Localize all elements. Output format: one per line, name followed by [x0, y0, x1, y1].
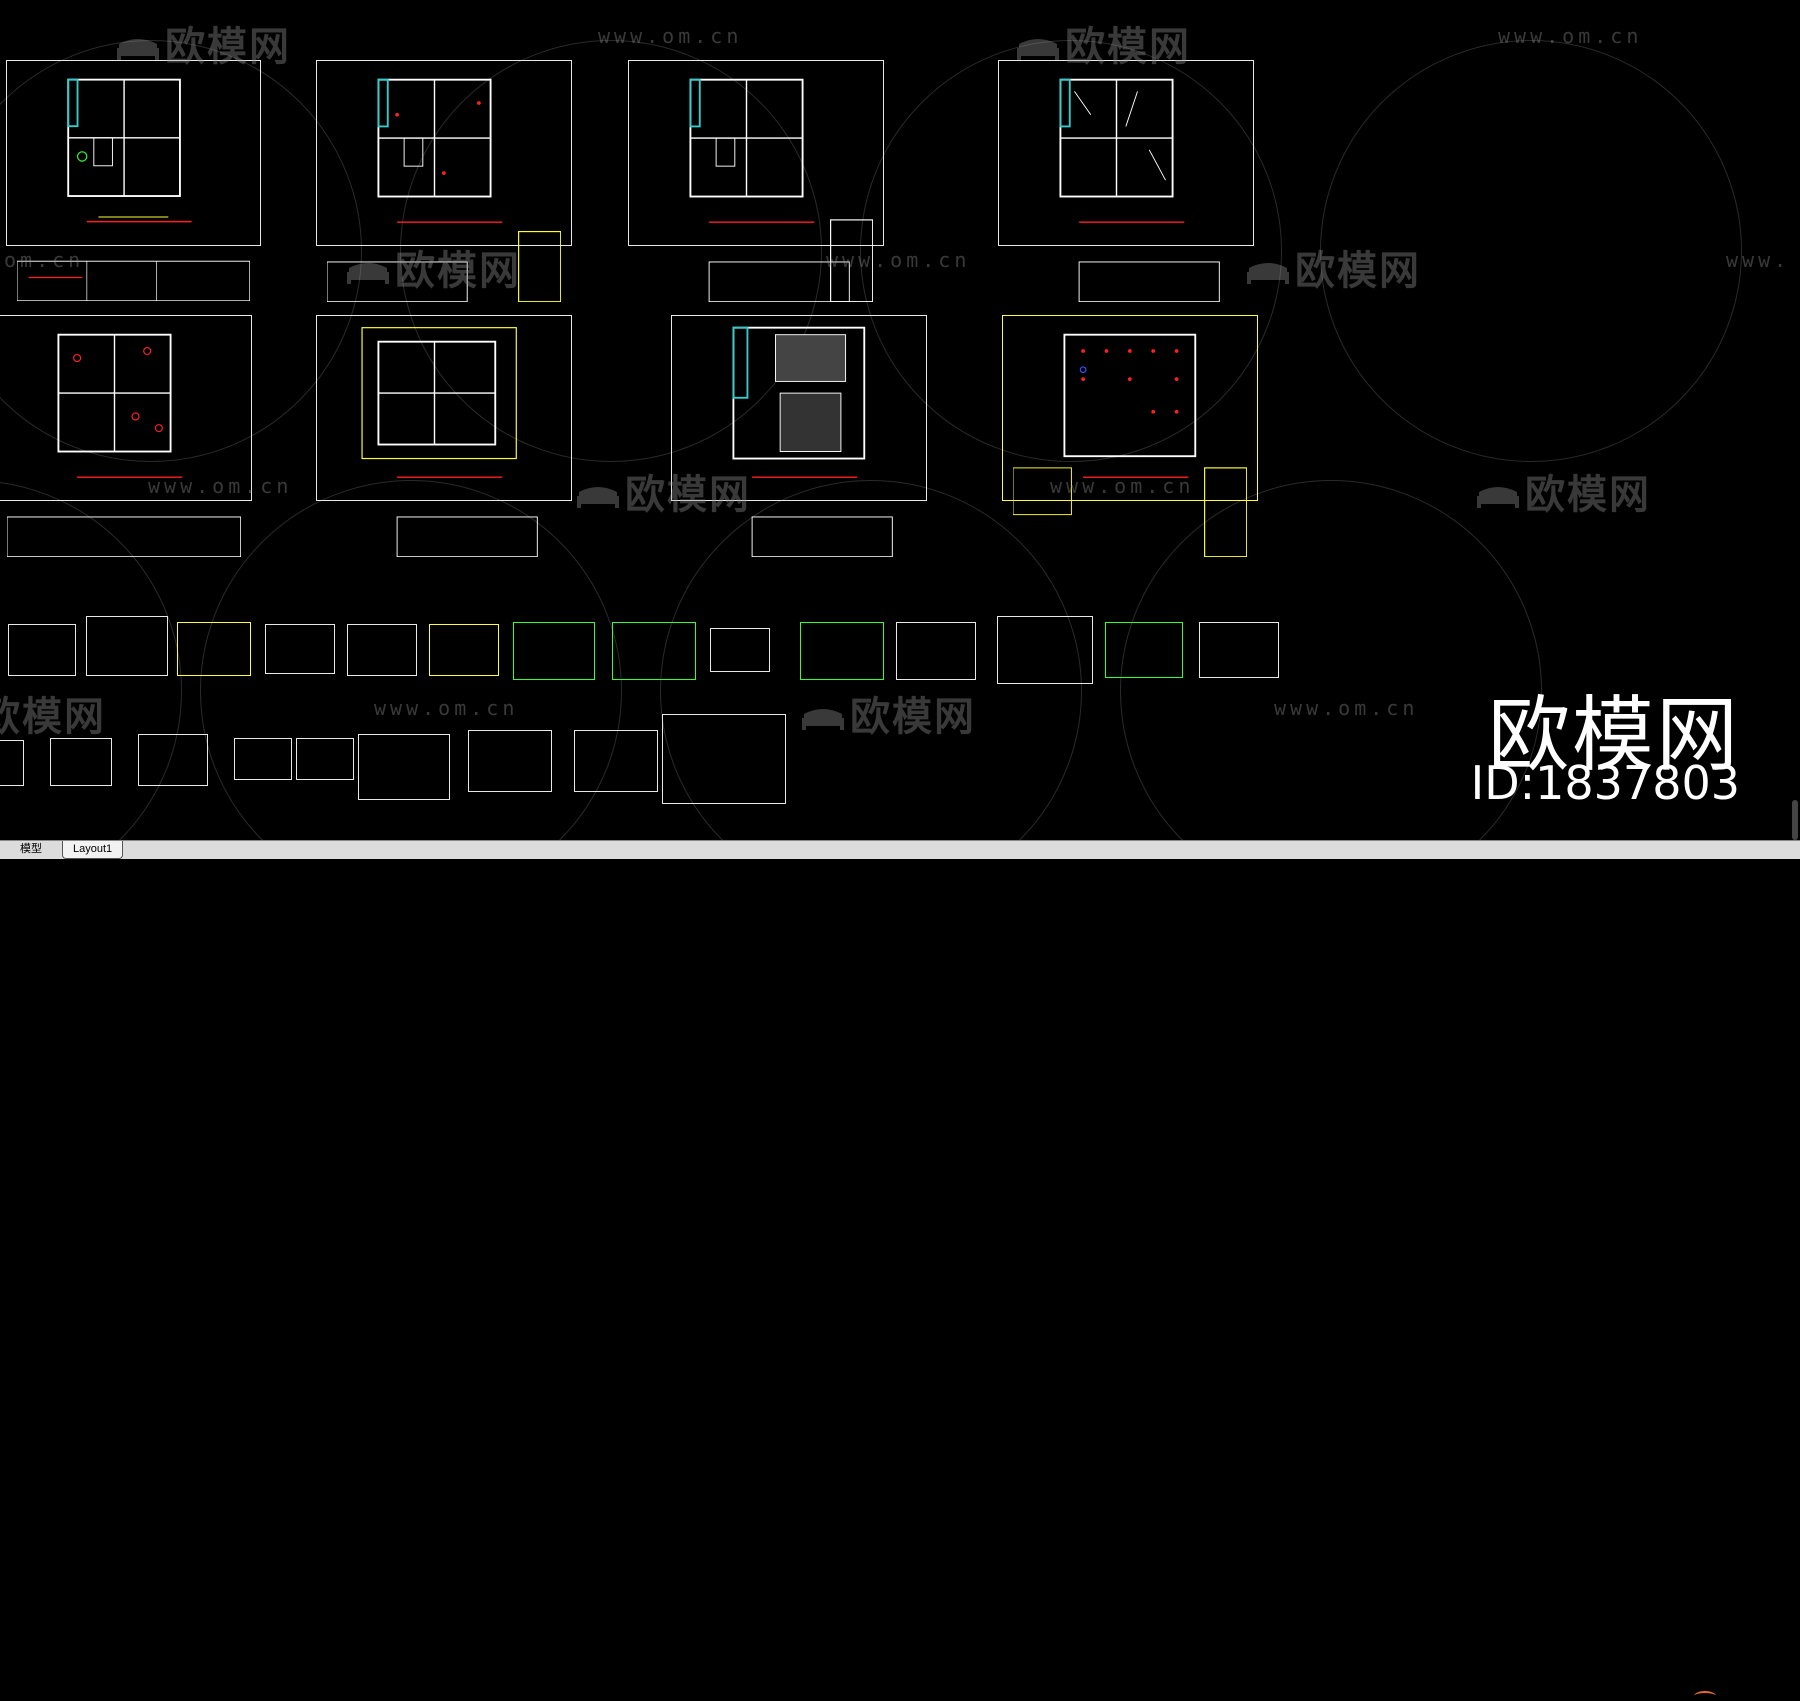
drawing-sheet[interactable] — [316, 60, 572, 303]
floor-plan-drawing — [1013, 334, 1247, 558]
detail-sheet[interactable] — [0, 740, 24, 786]
watermark-arc — [1320, 40, 1742, 462]
detail-sheet[interactable] — [358, 734, 450, 800]
watermark-url: www.om.cn — [826, 248, 971, 272]
detail-sheet[interactable] — [800, 622, 884, 680]
floor-plan-drawing — [327, 79, 561, 303]
detail-sheet[interactable] — [1199, 622, 1279, 678]
watermark-url: om.cn — [4, 248, 85, 272]
vertical-scrollbar[interactable] — [1792, 800, 1798, 840]
watermark-url: www.om.cn — [1274, 696, 1419, 720]
watermark-arc — [860, 40, 1282, 462]
sofa-logo-icon — [1247, 263, 1289, 284]
detail-sheet[interactable] — [612, 622, 696, 680]
drawing-sheet[interactable] — [1002, 315, 1258, 558]
model-id-label: ID:1837803 — [1470, 756, 1740, 810]
floor-plan-drawing — [361, 327, 538, 558]
sofa-logo-icon — [1017, 39, 1059, 60]
sofa-logo-icon — [347, 263, 389, 284]
sofa-logo-icon — [117, 39, 159, 60]
sofa-logo-icon — [802, 709, 844, 730]
detail-sheet[interactable] — [8, 624, 76, 676]
floor-plan-drawing — [1059, 79, 1220, 303]
watermark-brand: 欧模网 — [1245, 238, 1421, 296]
watermark-url: www.om.cn — [598, 24, 743, 48]
floor-plan-drawing — [689, 79, 873, 303]
watermark-url: www. — [1726, 248, 1791, 272]
watermark-arc — [400, 40, 822, 462]
detail-sheet[interactable] — [896, 622, 976, 680]
watermark-brand: 欧模网 — [1015, 14, 1191, 72]
watermark-url: www.om.cn — [374, 696, 519, 720]
detail-sheet[interactable] — [468, 730, 552, 792]
watermark-brand: 欧模网 — [115, 14, 291, 72]
detail-sheet[interactable] — [347, 624, 417, 676]
watermark-brand: 欧模网 — [1475, 462, 1651, 520]
watermark-url: www.om.cn — [1498, 24, 1643, 48]
detail-sheet[interactable] — [138, 734, 208, 786]
detail-sheet[interactable] — [574, 730, 658, 792]
watermark-url: www.om.cn — [1050, 474, 1195, 498]
drawing-sheet[interactable] — [671, 315, 927, 558]
detail-sheet[interactable] — [1105, 622, 1183, 678]
detail-sheet[interactable] — [710, 628, 770, 672]
drawing-sheet[interactable] — [6, 60, 261, 302]
detail-sheet[interactable] — [662, 714, 786, 804]
drawing-sheet[interactable] — [998, 60, 1254, 303]
detail-sheet[interactable] — [177, 622, 251, 676]
detail-sheet[interactable] — [296, 738, 354, 780]
watermark-brand: 欧模网 — [0, 694, 106, 740]
floor-plan-drawing — [732, 327, 893, 558]
detail-sheet[interactable] — [50, 738, 112, 786]
tab-model[interactable]: 模型 — [10, 841, 52, 858]
layout-tab-bar: 模型 Layout1 — [0, 840, 1800, 1693]
drawing-sheet[interactable] — [0, 315, 252, 558]
watermark-brand: 欧模网 — [800, 684, 976, 742]
sofa-logo-icon — [1477, 487, 1519, 508]
brand-logo: 欧模网 — [1487, 688, 1740, 783]
detail-sheet[interactable] — [997, 616, 1093, 684]
watermark-url: www.om.cn — [148, 474, 293, 498]
detail-sheet[interactable] — [429, 624, 499, 676]
drawing-sheet[interactable] — [316, 315, 572, 558]
cad-model-space[interactable]: 欧模网 欧模网 欧模网 欧模网 欧模网 欧模网 欧模网 欧模网 www.om.c… — [0, 0, 1800, 840]
detail-sheet[interactable] — [265, 624, 335, 674]
resize-corner-icon — [1694, 1691, 1716, 1701]
detail-sheet[interactable] — [513, 622, 595, 680]
watermark-brand: 欧模网 — [575, 462, 751, 520]
tab-layout1[interactable]: Layout1 — [62, 841, 124, 859]
floor-plan-drawing — [17, 79, 250, 302]
detail-sheet[interactable] — [86, 616, 168, 676]
detail-sheet[interactable] — [234, 738, 292, 780]
sofa-logo-icon — [577, 487, 619, 508]
drawing-sheet[interactable] — [628, 60, 884, 303]
floor-plan-drawing — [7, 334, 241, 558]
watermark-brand: 欧模网 — [345, 238, 521, 296]
